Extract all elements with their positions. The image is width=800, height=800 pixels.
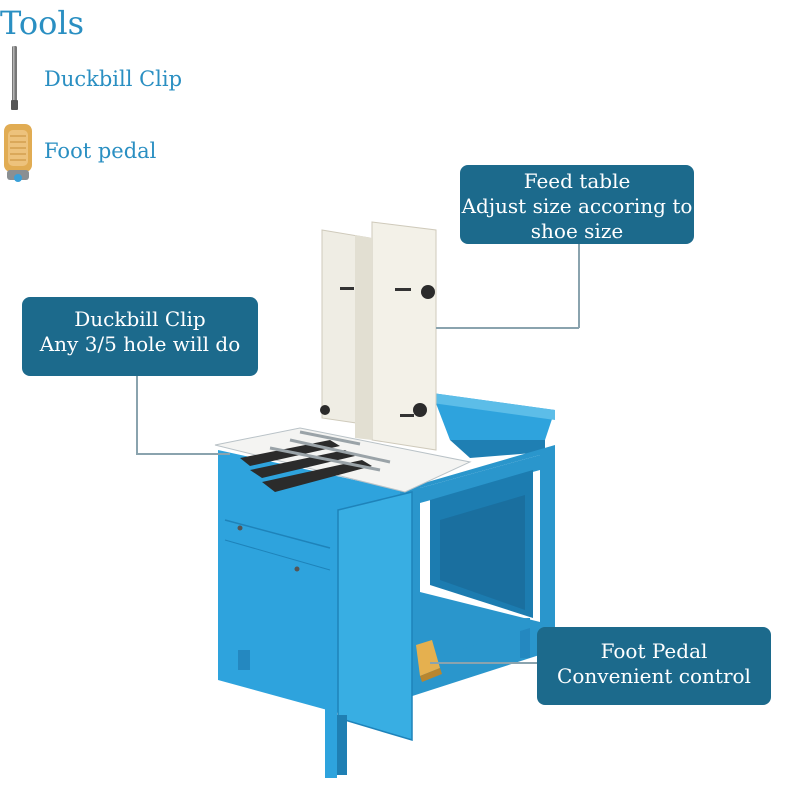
callout-feed-table: Feed table Adjust size accoring to shoe …	[460, 165, 694, 244]
leader-line-feed-table-horizontal	[436, 327, 579, 329]
leader-line-foot-pedal	[430, 662, 538, 664]
leader-line-duckbill-horizontal	[136, 453, 230, 455]
foot-pedal-icon	[4, 124, 32, 182]
callout-duckbill-clip-line1: Duckbill Clip	[74, 307, 206, 331]
callout-foot-pedal-line1: Foot Pedal	[600, 639, 708, 663]
callout-feed-table-line1: Feed table	[523, 169, 631, 193]
callout-feed-table-line3: shoe size	[530, 219, 624, 243]
callout-duckbill-clip-line2: Any 3/5 hole will do	[39, 332, 241, 356]
tools-title: Tools	[0, 4, 85, 42]
duckbill-clip-icon	[11, 46, 18, 110]
callout-feed-table-line2: Adjust size accoring to	[461, 194, 693, 218]
leader-line-feed-table-vertical	[578, 244, 580, 328]
leader-line-duckbill-vertical	[136, 376, 138, 454]
callout-foot-pedal-line2: Convenient control	[557, 664, 751, 688]
callout-foot-pedal: Foot Pedal Convenient control	[537, 627, 771, 705]
callout-duckbill-clip: Duckbill Clip Any 3/5 hole will do	[22, 297, 258, 376]
tool-label-duckbill-clip: Duckbill Clip	[44, 67, 183, 91]
tool-label-foot-pedal: Foot pedal	[44, 139, 157, 163]
